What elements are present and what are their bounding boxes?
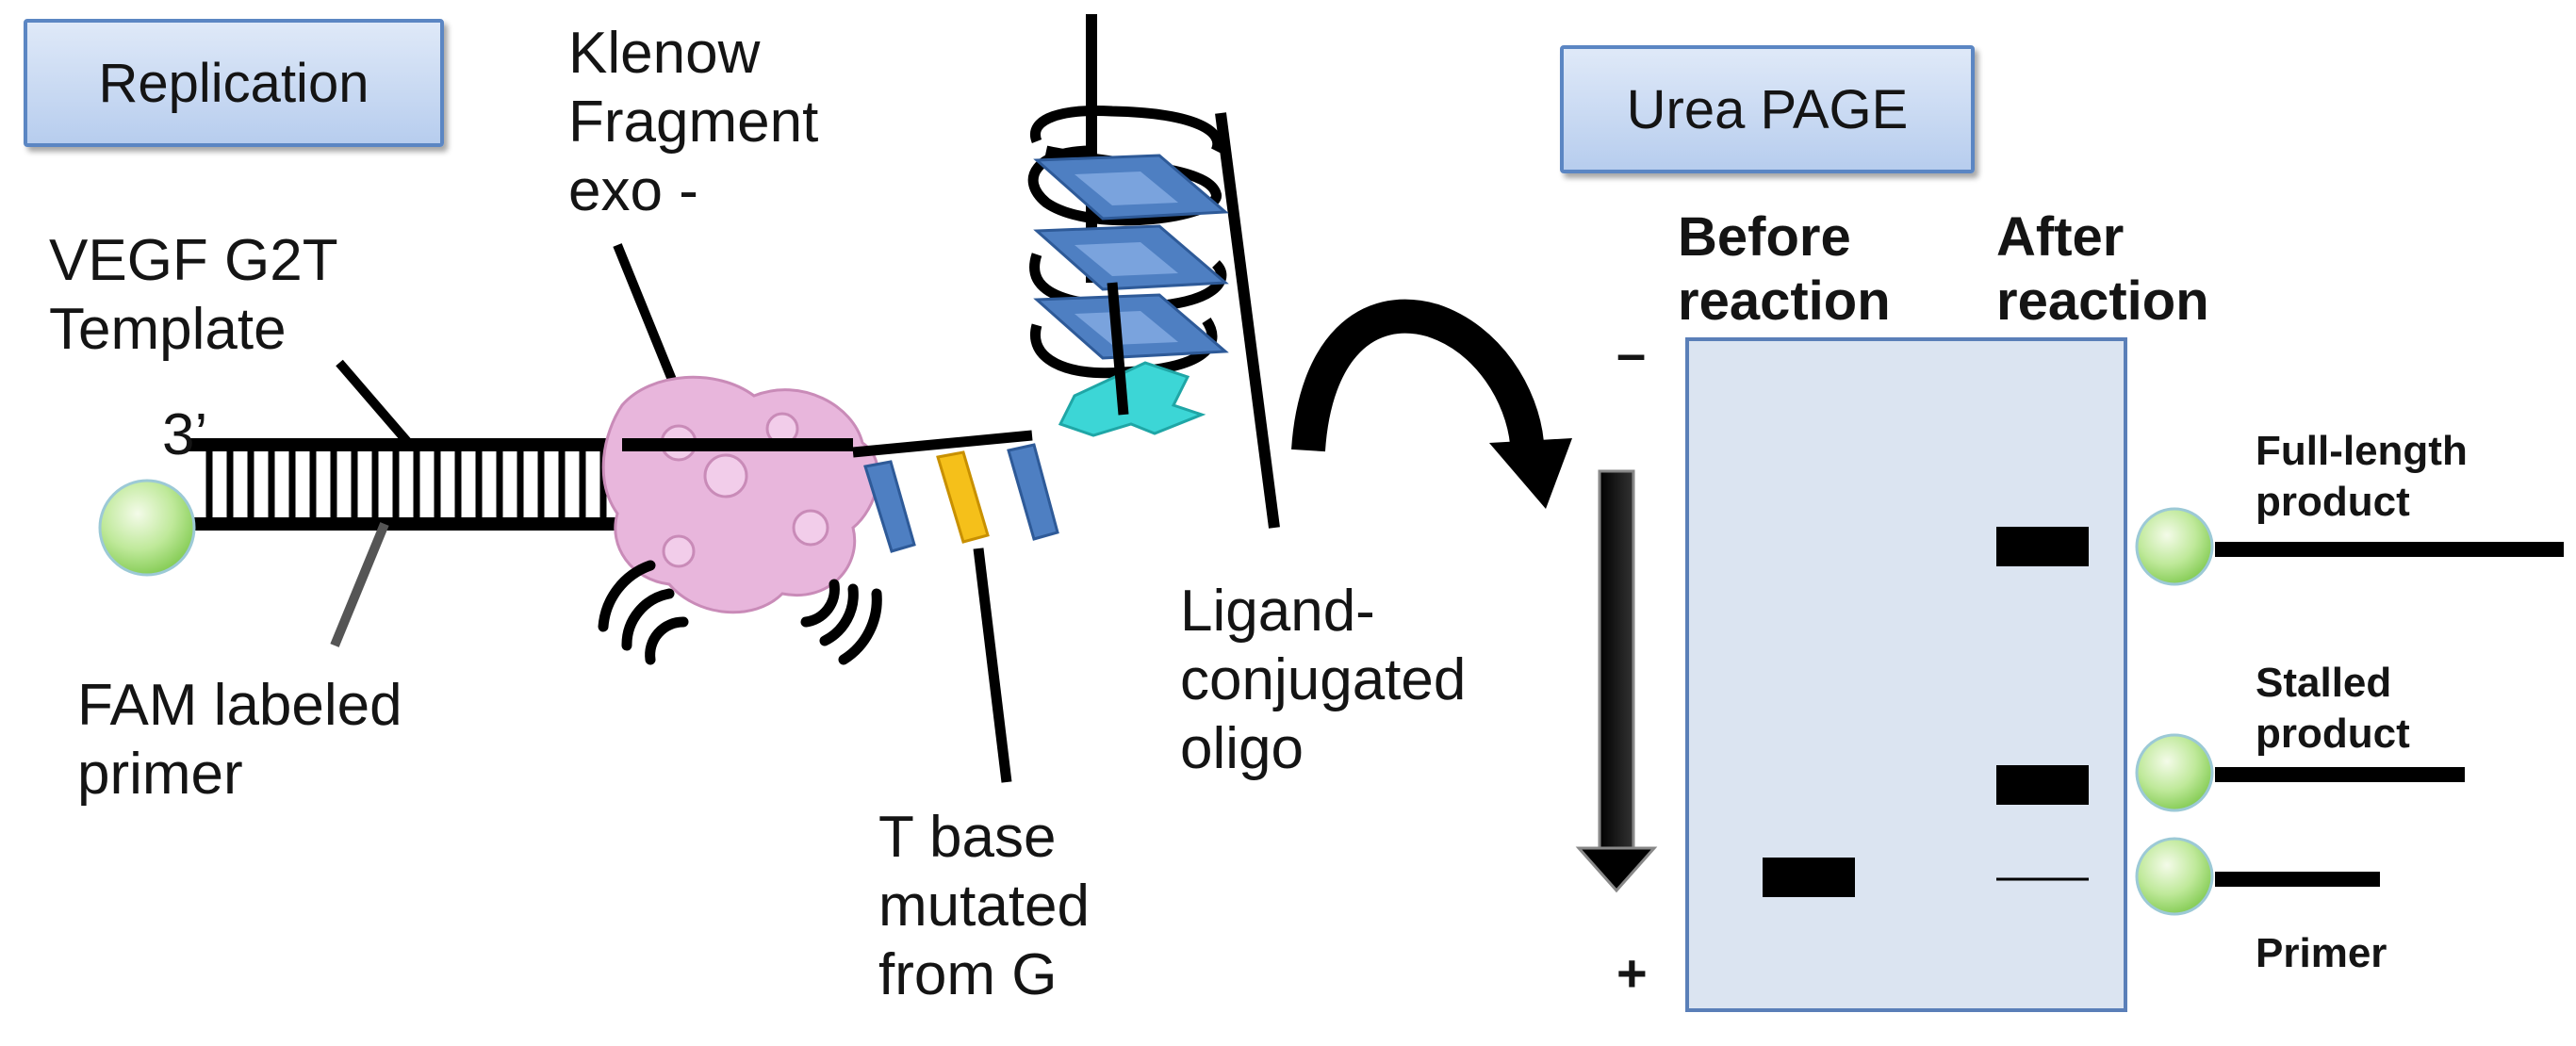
mutated-t-base [936, 450, 990, 544]
fam-label-circle-stalled [2135, 733, 2214, 812]
g-quartet-highlights [1075, 172, 1178, 345]
g-quadruplex [1027, 14, 1280, 529]
t-base-label: T base mutated from G [878, 805, 1091, 1008]
fam-primer-label: FAM labeled primer [77, 673, 402, 808]
band-before-primer [1763, 858, 1855, 897]
minus-sign: – [1616, 323, 1647, 383]
fam-label-circle-left [98, 479, 196, 577]
template-bases [863, 443, 1059, 553]
ligand-label: Ligand-conjugated oligo [1180, 579, 1467, 782]
migration-arrow [1575, 469, 1658, 893]
three-prime-label: 3’ [162, 402, 208, 467]
base-block-2 [1007, 443, 1059, 541]
quadruplex-strand-tail [1215, 112, 1280, 529]
band-after-stalled [1996, 765, 2089, 805]
quadruplex-strand-front [1107, 282, 1129, 416]
band-after-full-length [1996, 527, 2089, 566]
primer-pointer-line [330, 522, 389, 647]
stalled-product-label: Stalled product [2256, 660, 2410, 757]
fam-label-circle-primer [2135, 837, 2214, 916]
replication-title-box: Replication [24, 19, 444, 147]
primer-label: Primer [2256, 930, 2387, 976]
urea-page-title-box: Urea PAGE [1560, 45, 1975, 173]
curved-arrow [1291, 299, 1572, 509]
gel-slab [1685, 337, 2127, 1012]
product-schematics [2135, 507, 2564, 916]
urea-page-title: Urea PAGE [1626, 78, 1909, 140]
base-block-1 [863, 460, 916, 553]
t-base-pointer-line [973, 548, 1012, 783]
lane-header-before: Before reaction [1678, 206, 1891, 333]
fam-label-circle-full-length [2135, 507, 2214, 586]
ligand-molecule [1058, 361, 1206, 437]
template-label: VEGF G2T Template [49, 228, 337, 363]
motion-arcs [598, 560, 882, 665]
plus-sign: + [1616, 943, 1648, 1003]
single-strand-linker [852, 430, 1033, 458]
lane-header-after: After reaction [1996, 206, 2209, 333]
replication-title: Replication [98, 52, 369, 114]
full-length-product-label: Full-length product [2256, 428, 2468, 525]
klenow-fragment-protein [601, 375, 880, 614]
template-pointer-line [336, 359, 414, 449]
klenow-label: Klenow Fragment exo - [568, 21, 819, 224]
